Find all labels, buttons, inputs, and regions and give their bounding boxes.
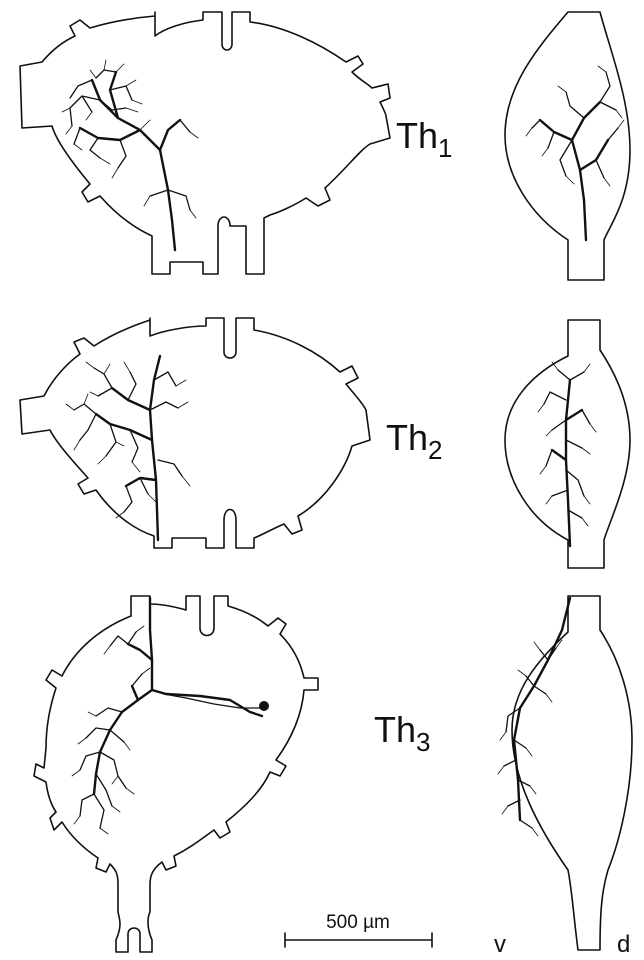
th2-dendrite-branches [74,368,182,512]
scale-bar: 500 µm [285,912,432,947]
th3-lateral-outline [512,596,632,950]
th2-lateral-outline [505,320,630,568]
th3-primary-neurite [164,694,262,708]
scale-bar-label: 500 µm [326,912,390,933]
th3-cell-body [259,701,269,711]
dorsal-label: d [617,931,630,958]
th2-dendrite-main [96,356,160,540]
th2-label: Th2 [386,417,442,465]
th3-dendrite-main [94,644,152,794]
th3-ganglion-lateral [498,596,632,950]
th3-axon [150,598,262,716]
th2-lateral-dendrite-main [552,380,582,546]
th2-ganglion-outline [20,318,370,548]
th3-ganglion-outline [34,596,318,952]
th1-ganglion-lateral [505,12,630,280]
th1-lateral-dendrite-main [540,102,608,240]
th1-dendrite-branches [70,70,190,210]
th1-ganglion-outline [20,12,390,274]
scale-bar-line [285,933,432,947]
th3-ganglion-horizontal [34,596,318,952]
th1-label: Th1 [396,115,452,163]
th1-ganglion-horizontal [20,12,390,274]
th1-lateral-outline [505,12,630,280]
th3-label: Th3 [374,709,430,757]
th3-lateral-dendrite-twigs [498,640,562,836]
ventral-label: v [494,931,506,958]
th2-ganglion-lateral [505,320,630,568]
th2-ganglion-horizontal [20,318,370,548]
